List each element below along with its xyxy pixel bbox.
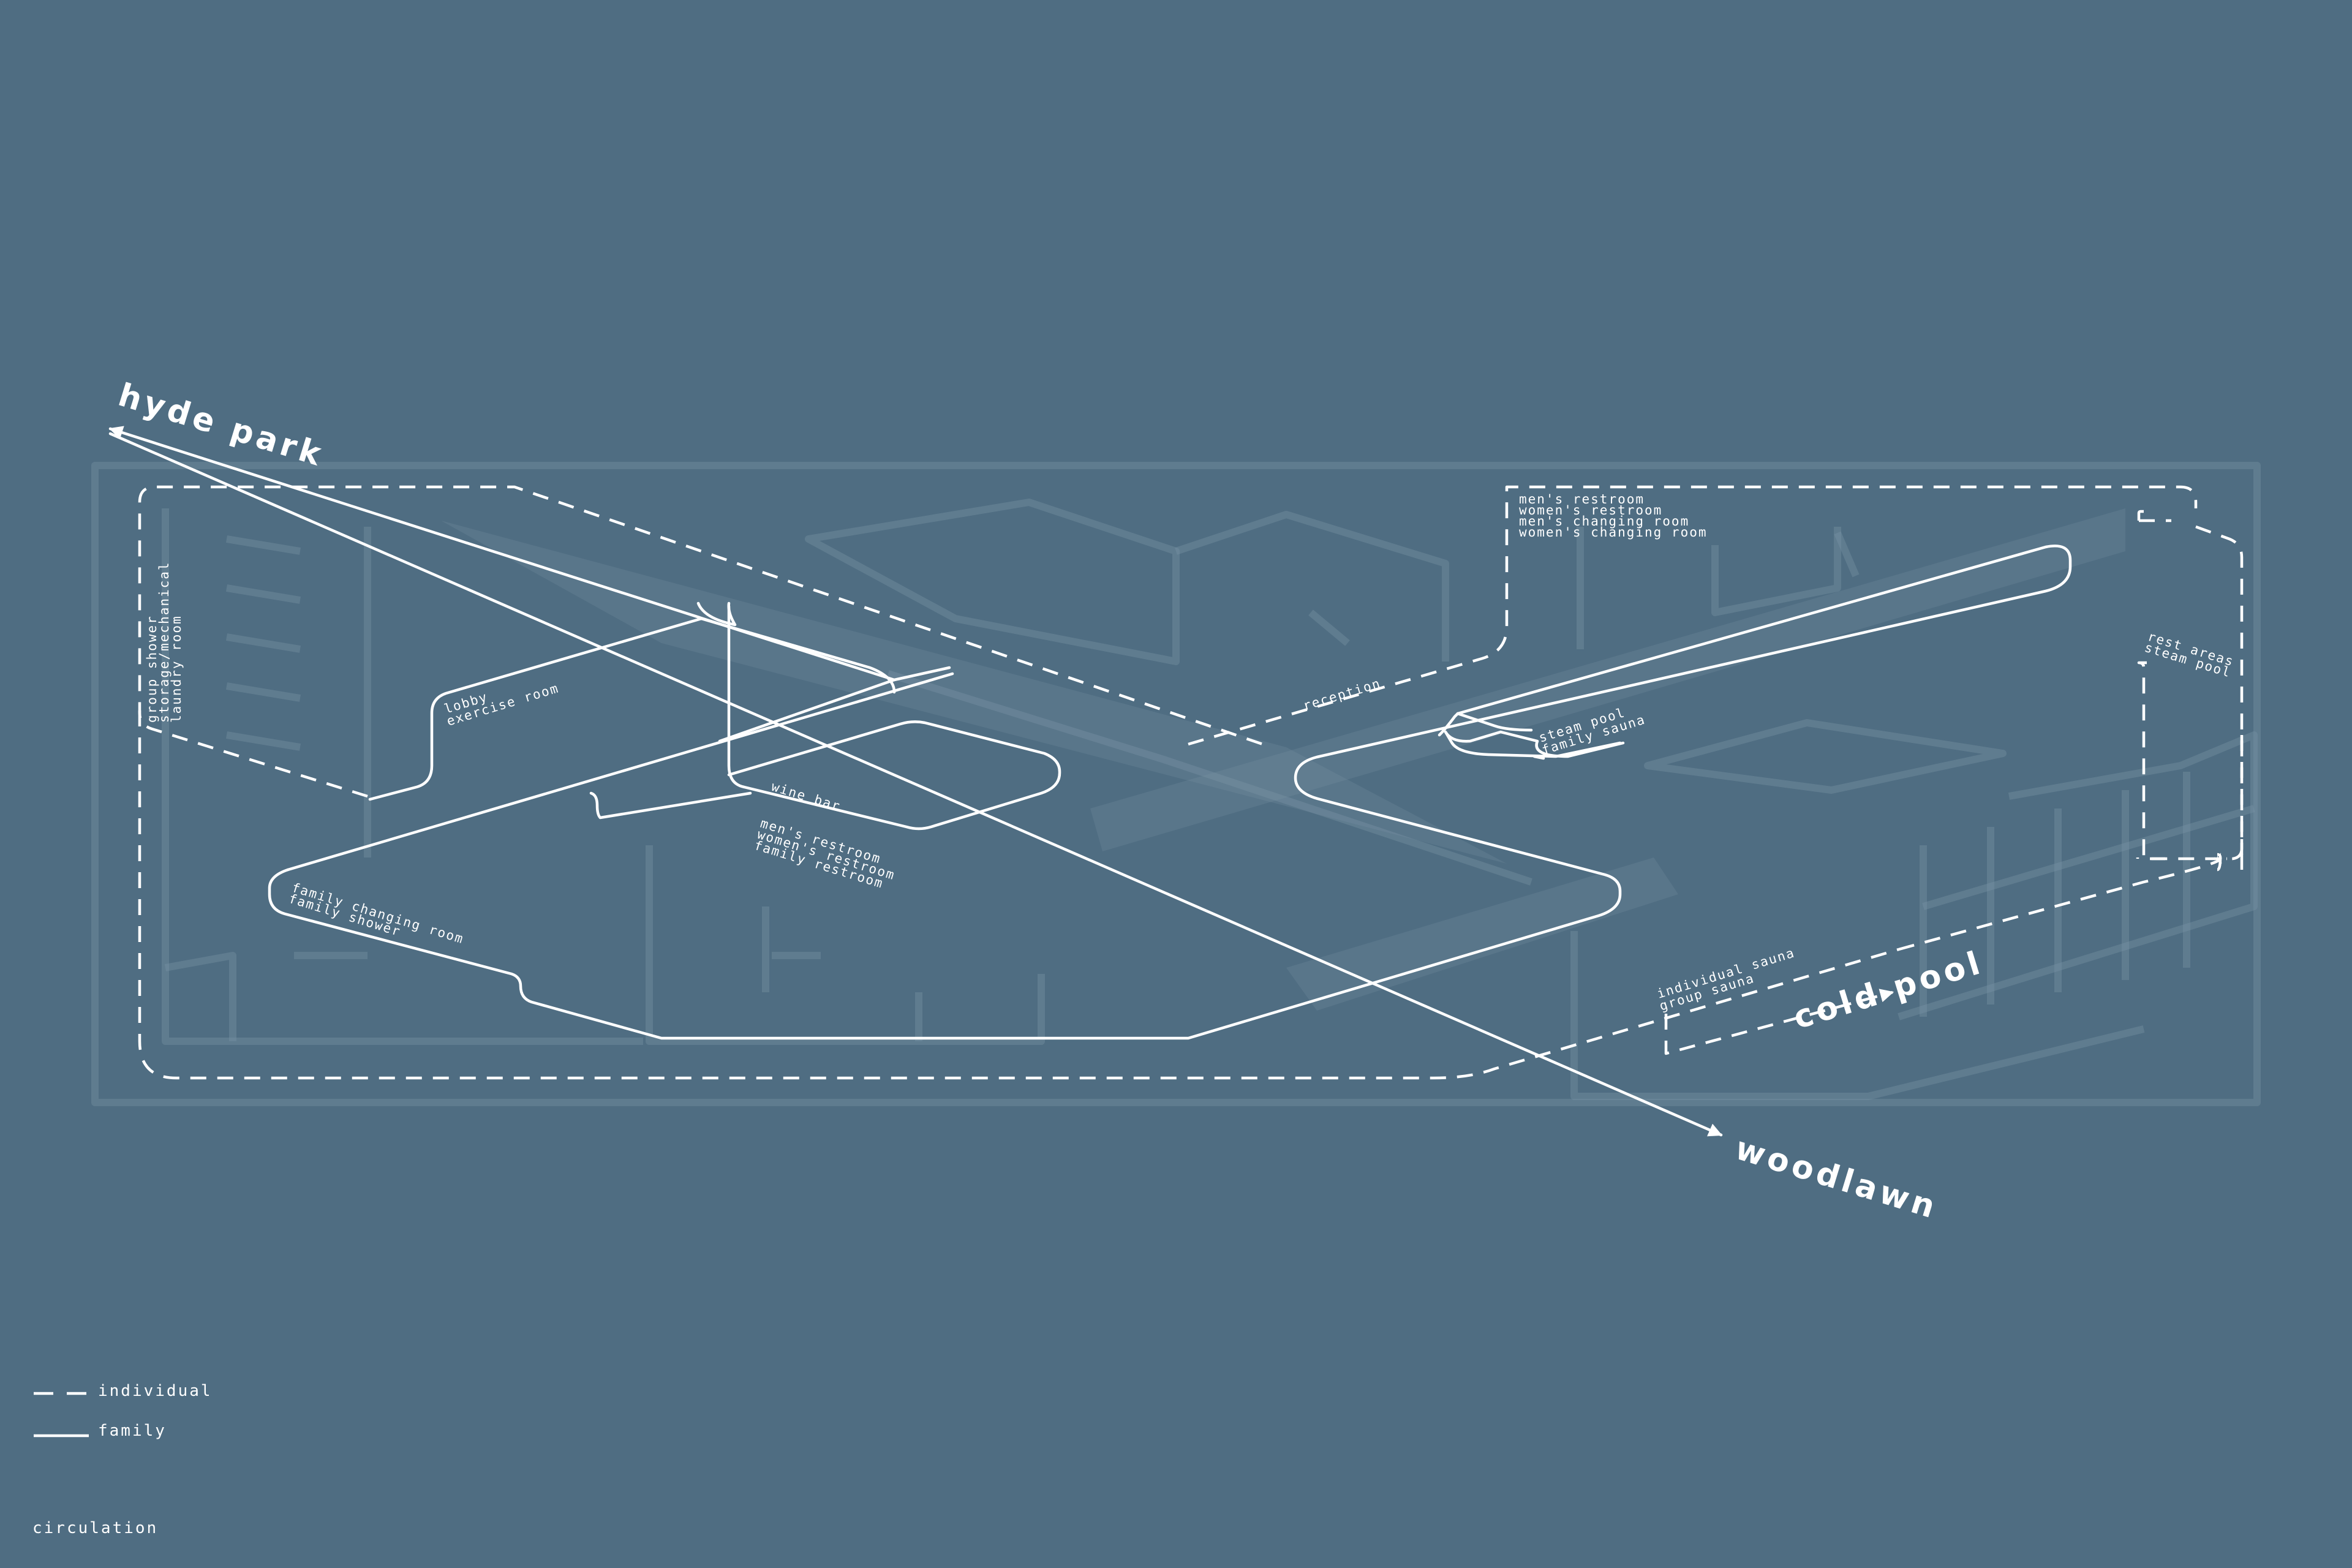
hyde-park-label: hyde park — [114, 377, 328, 474]
top-womens-changing-label: women's changing room — [1519, 525, 1708, 540]
top-womens-restroom-label: women's restroom — [1519, 503, 1662, 518]
laundry-room-label: laundry room — [169, 615, 184, 723]
background-floor-plan — [91, 462, 2261, 1106]
cold-pool-label: cold pool — [1789, 944, 1988, 1036]
woodlawn-label: woodlawn — [1731, 1130, 1942, 1227]
individual-circulation-paths — [138, 485, 2244, 1080]
family-circulation-paths — [108, 432, 2072, 1137]
caption: circulation — [32, 1519, 158, 1537]
top-mens-restroom-label: men's restroom — [1519, 492, 1645, 507]
storage-mechanical-label: storage/mechanical — [157, 561, 172, 723]
top-mens-changing-label: men's changing room — [1519, 514, 1689, 529]
legend-individual-label: individual — [98, 1382, 213, 1400]
reception-label: reception — [1301, 676, 1382, 713]
group-shower-label: group shower — [145, 615, 159, 723]
hyde-park-arrow — [108, 426, 896, 682]
legend: individual family — [34, 1382, 213, 1440]
legend-family-label: family — [98, 1422, 167, 1440]
